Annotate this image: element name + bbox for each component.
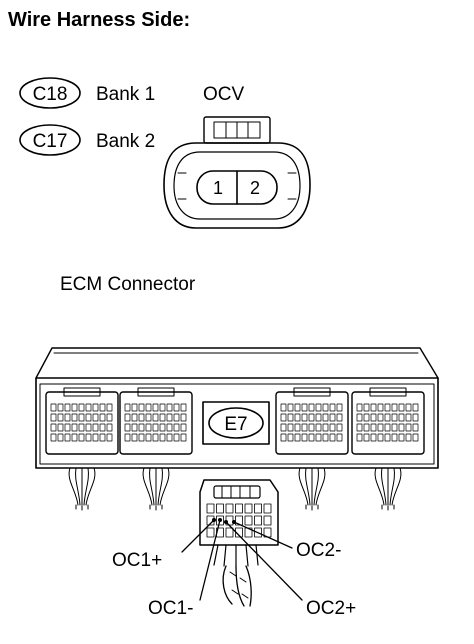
terminal-label: OC1- [148, 598, 193, 619]
pin-number: 1 [213, 178, 223, 198]
terminal-label: OC1+ [112, 550, 162, 571]
connector-code-badge [19, 124, 81, 156]
bank-label: Bank 2 [96, 131, 155, 152]
connector-code: C18 [33, 84, 68, 105]
ocv-legend: C18 Bank 1 C17 Bank 2 [19, 77, 155, 156]
ocv-connector: 1 2 [163, 116, 311, 229]
e7-harness-connector [199, 479, 279, 607]
terminal-label: OC2- [296, 540, 341, 561]
terminal-label: OC2+ [306, 598, 356, 619]
ocv-label: OCV [203, 84, 245, 105]
harness-wires [68, 467, 402, 511]
bank-label: Bank 1 [96, 84, 155, 105]
legend-item-bank1: C18 Bank 1 [19, 77, 155, 109]
connector-code: C17 [33, 131, 68, 152]
ecm-connector-label: ECM Connector [60, 274, 196, 295]
page-title: Wire Harness Side: [8, 9, 190, 31]
e7-connector-badge: E7 [202, 401, 270, 445]
ecm-housing [35, 347, 439, 469]
ecm-connector-block [45, 387, 425, 455]
terminal-callouts: OC1+ OC1- OC2- OC2+ [112, 518, 356, 619]
legend-item-bank2: C17 Bank 2 [19, 124, 155, 156]
pin-number: 2 [250, 178, 260, 198]
connector-code-badge [19, 77, 81, 109]
ecm-connector-code: E7 [224, 414, 247, 435]
